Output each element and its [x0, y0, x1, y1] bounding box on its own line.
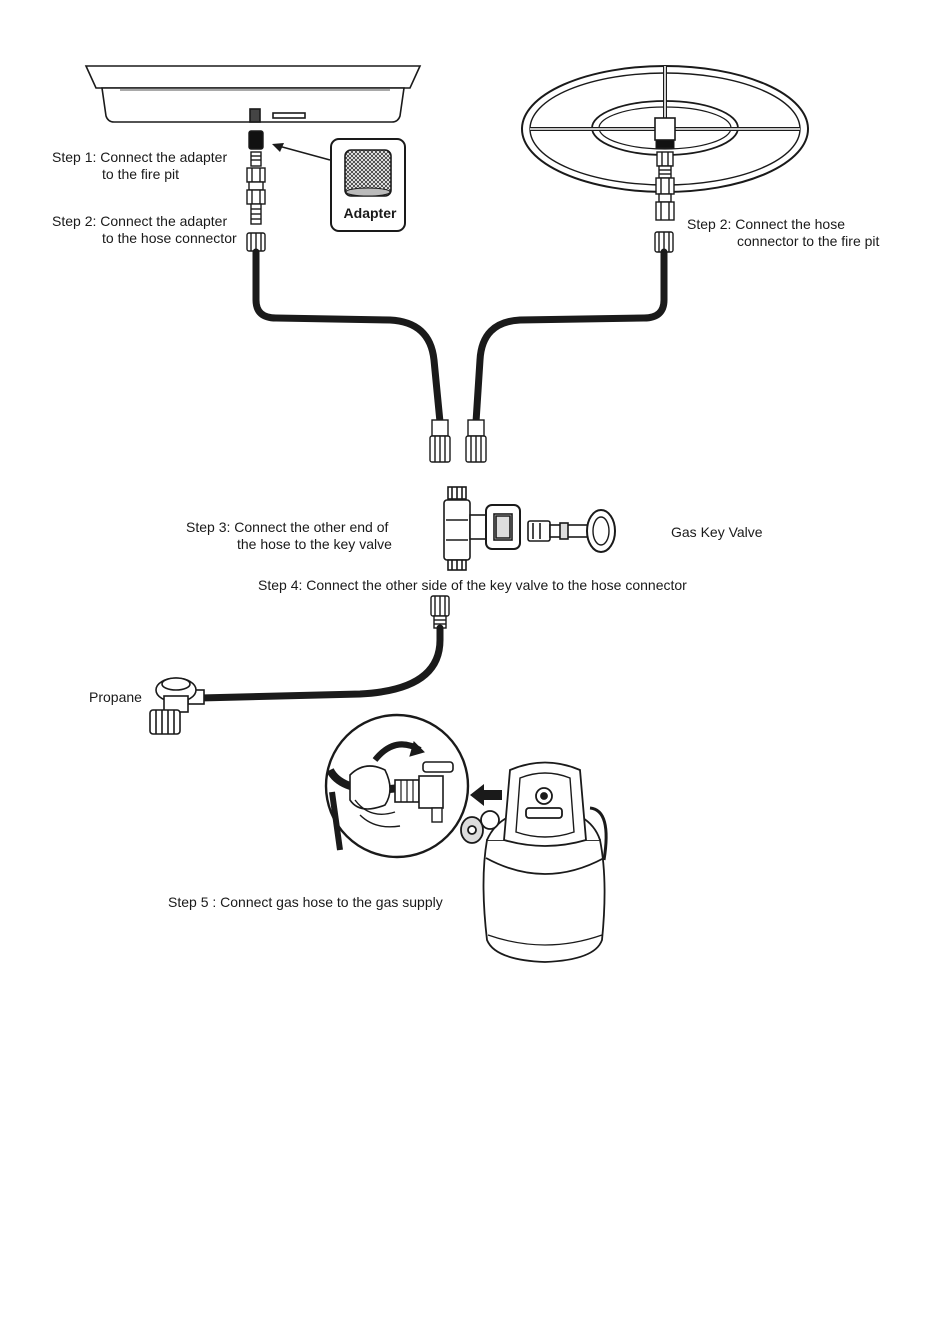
- propane-tank: [460, 761, 608, 963]
- step1-line2: to the fire pit: [102, 166, 180, 182]
- hose-right-end-connector: [465, 419, 487, 463]
- step3-line2: the hose to the key valve: [237, 536, 392, 552]
- hose-right: [472, 248, 668, 426]
- gas-key-valve-label: Gas Key Valve: [671, 524, 763, 540]
- gas-key: [527, 509, 616, 553]
- valve-outlet-connector: [430, 595, 450, 629]
- step2-left-line2: to the hose connector: [102, 230, 237, 246]
- step5-label: Step 5 : Connect gas hose to the gas sup…: [168, 894, 443, 910]
- hose-propane: [196, 624, 444, 702]
- step2-right-line2: connector to the fire pit: [737, 233, 880, 249]
- step1-line1: Step 1: Connect the adapter: [52, 149, 228, 165]
- step3-line1: Step 3: Connect the other end of: [186, 519, 389, 535]
- adapter-callout: [272, 138, 406, 232]
- step3-label: Step 3: Connect the other end of the hos…: [186, 519, 392, 553]
- propane-label: Propane: [89, 689, 142, 705]
- key-valve: [443, 486, 521, 571]
- connection-detail-circle: [324, 713, 470, 859]
- step2-left-line1: Step 2: Connect the adapter: [52, 213, 228, 229]
- hose-left-end-connector: [429, 419, 451, 463]
- step2-left-label: Step 2: Connect the adapter to the hose …: [52, 213, 237, 247]
- fire-pit-pan: [84, 65, 422, 123]
- hose-left: [252, 248, 444, 426]
- propane-regulator: [149, 677, 205, 735]
- arrow-icon: [470, 784, 502, 806]
- step1-label: Step 1: Connect the adapter to the fire …: [52, 149, 227, 183]
- right-fitting-stack: [654, 151, 675, 253]
- adapter-fitting-stack: [246, 130, 266, 252]
- step4-label: Step 4: Connect the other side of the ke…: [258, 577, 687, 593]
- adapter-label: Adapter: [343, 205, 397, 221]
- step2-right-line1: Step 2: Connect the hose: [687, 216, 845, 232]
- step2-right-label: Step 2: Connect the hose connector to th…: [687, 216, 879, 250]
